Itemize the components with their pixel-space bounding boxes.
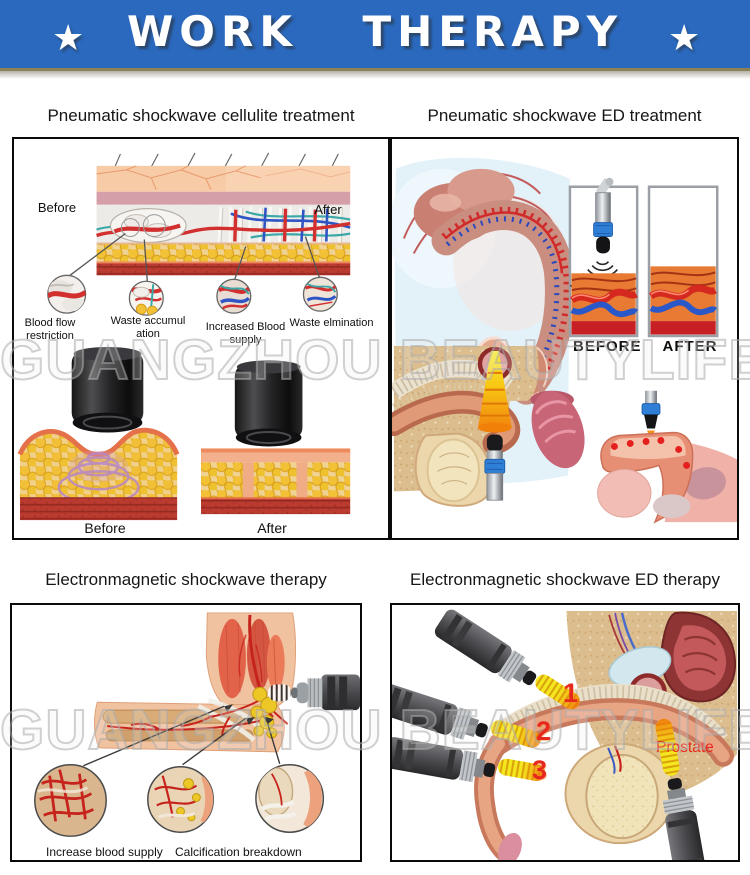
sagittal-anatomy-illustration	[474, 610, 738, 860]
star-icon: ★	[668, 17, 701, 58]
skin-before-label: Before	[37, 200, 77, 215]
waste-elimination-circle	[302, 276, 338, 312]
waste-accumulation-circle	[128, 280, 164, 316]
treatment-point-3: 3	[532, 755, 548, 785]
emagnetic-ed-panel	[390, 603, 740, 862]
tissue-before	[569, 273, 639, 335]
callout-label-increase-blood-supply: Increase blood supply	[46, 845, 163, 859]
callout-arrowheads	[224, 704, 274, 726]
handpiece-icon	[484, 434, 506, 501]
emagnetic-ed-panel-illustration	[392, 606, 738, 860]
calcification-deposit	[250, 686, 278, 739]
emagnetic-panel-title: Electronmagnetic shockwave therapy	[45, 570, 327, 589]
increase-blood-supply-circle	[34, 764, 107, 837]
skin-cross-section-illustration	[96, 152, 351, 276]
cellulite-panel-title: Pneumatic shockwave cellulite treatment	[47, 106, 355, 125]
shockwave-coil-2	[490, 720, 541, 748]
callout-label-calcification-breakdown: Calcification breakdown	[175, 845, 302, 859]
ed-panel	[390, 137, 739, 540]
shockwave-applicator-before	[71, 346, 144, 433]
tissue-after	[648, 266, 718, 335]
star-icon: ★	[52, 17, 85, 58]
shockwave-coil-prostate	[655, 718, 680, 776]
cellulite-panel	[12, 137, 390, 540]
fat-before-illustration	[17, 427, 180, 521]
fat-after-illustration	[201, 448, 351, 515]
emagnetic-panel-illustration	[34, 612, 360, 837]
spiral-wave-icon	[267, 684, 292, 702]
ed-panel-illustration	[392, 157, 737, 524]
shockwave-device-2	[392, 681, 493, 748]
page-title: WORK THERAPY	[126, 7, 624, 56]
treatment-point-dots	[610, 437, 691, 469]
shockwave-coil-3	[497, 758, 546, 781]
handpiece-icon	[593, 177, 614, 254]
callout-connector-lines	[68, 233, 320, 282]
shockwave-coil-1	[535, 674, 580, 710]
callout-label-increased-blood: Increased Blood supply	[205, 321, 286, 346]
emagnetic-ed-panel-title: Electronmagnetic shockwave ED therapy	[410, 570, 720, 589]
treatment-point-2: 2	[536, 716, 552, 746]
callout-label-blood-flow: Blood flow restriction	[24, 317, 76, 342]
calcification-breakdown-circle	[147, 765, 215, 833]
header-banner	[0, 0, 750, 71]
pelvic-cross-section-illustration	[392, 345, 539, 507]
elbow-anatomy-illustration	[94, 612, 297, 753]
healed-joint-circle	[255, 764, 325, 833]
after-frame	[647, 185, 719, 338]
emagnetic-panel	[10, 603, 362, 862]
ed-treatment-mini-illustration	[597, 390, 737, 524]
prostate-label: Prostate	[656, 739, 714, 756]
shockwave-device-1	[431, 606, 544, 695]
blood-flow-restriction-circle	[47, 274, 87, 314]
shockwave-applicator-after	[234, 360, 303, 447]
before-frame	[568, 177, 639, 338]
cellulite-panel-illustration	[17, 152, 351, 521]
callout-label-waste-elimination: Waste elmination	[289, 317, 374, 329]
testicle-structure	[585, 753, 659, 840]
after-label: AFTER	[662, 338, 718, 355]
ed-panel-title: Pneumatic shockwave ED treatment	[427, 106, 702, 125]
shockwave-device-icon	[291, 674, 360, 711]
increased-blood-supply-circle	[216, 278, 252, 314]
result-before-label: Before	[84, 520, 126, 536]
before-label: BEFORE	[573, 338, 642, 355]
skin-after-label: After	[314, 202, 342, 217]
treatment-point-1: 1	[563, 678, 579, 708]
callout-arrows	[83, 705, 281, 767]
header-shadow	[0, 71, 750, 79]
callout-label-waste-accumulation: Waste accumul ation	[110, 315, 186, 340]
result-after-label: After	[257, 520, 287, 536]
